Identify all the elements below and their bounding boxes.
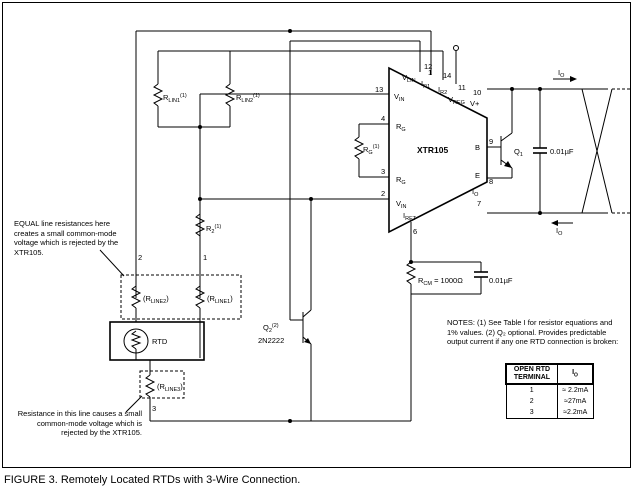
rline3-box (139, 370, 185, 399)
svg-text:9: 9 (489, 137, 493, 146)
svg-text:V+: V+ (470, 99, 480, 108)
wire-2-label: 2 (138, 253, 142, 262)
svg-text:14: 14 (443, 71, 451, 80)
rline2-label: (RLINE2) (143, 294, 169, 305)
svg-text:IR1: IR1 (421, 79, 430, 90)
wire-3-label: 3 (152, 404, 156, 413)
svg-text:RG: RG (396, 122, 406, 133)
rline3-label: (RLINE3) (157, 382, 183, 393)
rtd-label: RTD (152, 337, 168, 346)
svg-text:VLIN: VLIN (402, 73, 416, 84)
line3-note: Resistance in this line causes a small c… (17, 409, 142, 437)
q1-label: Q1 (514, 147, 523, 158)
svg-text:4: 4 (381, 114, 385, 123)
svg-text:IO: IO (472, 187, 479, 198)
rg-label: RG(1) (363, 144, 380, 156)
svg-text:RG: RG (396, 175, 406, 186)
table-header-io: IO (557, 363, 594, 385)
svg-text:6: 6 (413, 227, 417, 236)
svg-text:IRET: IRET (403, 211, 417, 222)
svg-text:B: B (475, 143, 480, 152)
svg-text:12: 12 (424, 62, 432, 71)
c2-label: 0.01µF (489, 276, 513, 285)
q2-part: 2N2222 (258, 336, 284, 345)
rlin1-label: RLIN1(1) (163, 93, 187, 104)
svg-text:VREG: VREG (448, 95, 465, 106)
circuit-schematic: XTR105 (99, 29, 630, 423)
table-row: 2≈27mA (505, 396, 594, 407)
io-top-label: IO (558, 68, 565, 79)
svg-text:10: 10 (473, 88, 481, 97)
wire-1-label: 1 (203, 253, 207, 262)
svg-text:8: 8 (489, 177, 493, 186)
c1-label: 0.01µF (550, 147, 574, 156)
q2-label: Q2(2) (263, 323, 279, 334)
svg-text:7: 7 (477, 199, 481, 208)
svg-text:3: 3 (381, 167, 385, 176)
svg-text:VIN: VIN (394, 92, 405, 103)
line-resistance-box (120, 274, 242, 320)
ic-name: XTR105 (417, 145, 448, 155)
svg-text:1: 1 (428, 68, 432, 77)
figure-caption: FIGURE 3. Remotely Located RTDs with 3-W… (4, 474, 301, 486)
r2-label: R2(1) (206, 224, 221, 235)
equal-line-note: EQUAL line resistances here creates a sm… (14, 219, 119, 257)
svg-text:VIN: VIN (396, 199, 407, 210)
svg-text:IR2: IR2 (438, 85, 447, 96)
table-row: 1≈ 2.2mA (505, 384, 594, 396)
open-rtd-table: OPEN RTD TERMINAL IO 1≈ 2.2mA 2≈27mA 3≈2… (505, 363, 594, 419)
table-row: 3≈2.2mA (505, 407, 594, 419)
rlin2-label: RLIN2(1) (236, 93, 260, 104)
svg-text:E: E (475, 171, 480, 180)
svg-text:2: 2 (381, 189, 385, 198)
rcm-label: RCM = 1000Ω (418, 276, 463, 287)
footnotes: NOTES: (1) See Table I for resistor equa… (447, 318, 619, 346)
svg-text:13: 13 (375, 85, 383, 94)
rline1-label: (RLINE1) (207, 294, 233, 305)
figure-frame (2, 2, 631, 468)
svg-text:11: 11 (458, 83, 466, 92)
io-bottom-label: IO (556, 226, 563, 237)
table-header-terminal: OPEN RTD TERMINAL (505, 363, 558, 385)
